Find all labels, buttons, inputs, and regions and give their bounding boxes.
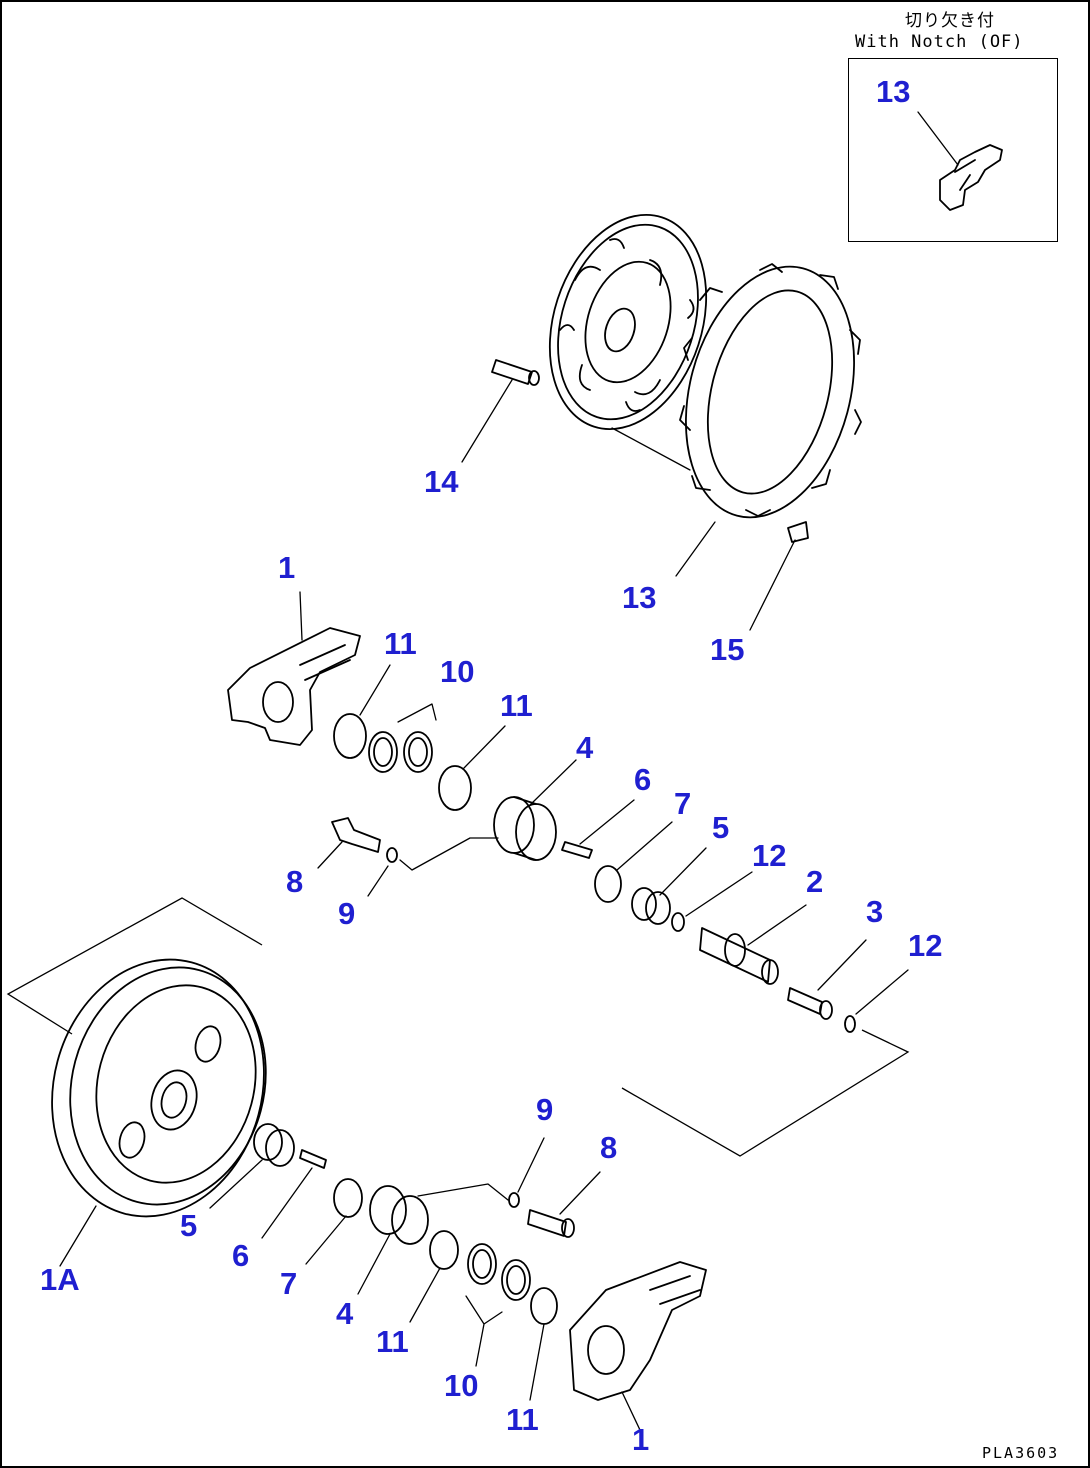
callout-7-lower: 7 (280, 1266, 298, 1301)
callout-9-upper: 9 (338, 896, 356, 931)
callout-1-upper: 1 (278, 550, 296, 585)
callout-6-lower: 6 (232, 1238, 250, 1273)
drawing-code: PLA3603 (982, 1444, 1060, 1462)
lower-collar-part (357, 1183, 509, 1295)
callout-8-upper: 8 (286, 864, 304, 899)
pin-part-15 (611, 427, 809, 631)
callout-1-lower: 1 (632, 1422, 650, 1457)
callout-11-b: 11 (500, 688, 533, 723)
callout-6-upper: 6 (634, 762, 652, 797)
bolt-part-3 (787, 939, 909, 1033)
lower-shaft-group (209, 1123, 363, 1265)
callout-1a: 1A (40, 1262, 80, 1297)
callout-5-upper: 5 (712, 810, 730, 845)
inset-notched-link-part (917, 111, 1003, 211)
idler-wheel-part (51, 958, 267, 1267)
callout-13-inset: 13 (876, 74, 911, 109)
callout-11-c: 11 (376, 1324, 409, 1359)
pin-part-6-upper (561, 799, 635, 859)
callout-4-upper: 4 (576, 730, 594, 765)
callout-15: 15 (710, 632, 745, 667)
bolt-part-8-lower (508, 1137, 601, 1238)
callout-11-a: 11 (384, 626, 417, 661)
callout-10-upper: 10 (440, 654, 475, 689)
callout-14: 14 (424, 464, 459, 499)
sprocket-wheel-part (548, 214, 708, 430)
callout-3: 3 (866, 894, 884, 929)
callout-13: 13 (622, 580, 657, 615)
callout-8-lower: 8 (600, 1130, 618, 1165)
shaft-part (699, 904, 807, 985)
upper-seal-group (333, 664, 506, 811)
callout-11-d: 11 (506, 1402, 539, 1437)
bracket-part-upper (227, 591, 361, 746)
callout-12-a: 12 (752, 838, 787, 873)
callout-10-lower: 10 (444, 1368, 479, 1403)
upper-collar-part (493, 759, 577, 861)
inset-title-jp: 切り欠き付 (905, 11, 995, 31)
track-chain-part (679, 263, 862, 519)
callout-7-upper: 7 (674, 786, 692, 821)
lower-seal-group (409, 1230, 558, 1401)
upper-shaft-group (594, 821, 753, 932)
callout-5-lower: 5 (180, 1208, 198, 1243)
callout-4-lower: 4 (336, 1296, 354, 1331)
inset-box (848, 58, 1058, 242)
callout-12-b: 12 (908, 928, 943, 963)
pin-part-14 (461, 359, 540, 463)
bolt-part-8-upper (317, 817, 499, 897)
callout-9-lower: 9 (536, 1092, 554, 1127)
callout-2: 2 (806, 864, 824, 899)
bracket-part-lower (569, 1261, 707, 1431)
inset-title-en: With Notch (OF) (855, 32, 1024, 52)
assembly-guide-lines (6, 897, 910, 1157)
